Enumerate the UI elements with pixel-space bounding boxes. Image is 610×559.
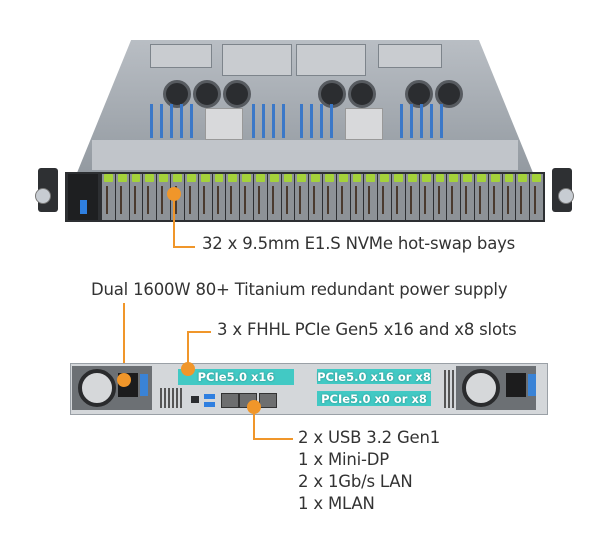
dimm: [160, 104, 163, 138]
io-callout-line-3: 2 x 1Gb/s LAN: [298, 472, 413, 491]
fan-icon: [193, 80, 221, 108]
rear-vent: [160, 388, 182, 408]
thumbscrew-icon: [558, 188, 574, 204]
pcie-slot-3: PCIe5.0 x0 or x8: [317, 391, 431, 406]
drive-bay: [392, 174, 405, 220]
thumbscrew-icon: [35, 188, 51, 204]
riser-right: [378, 44, 442, 68]
drive-bay: [212, 174, 226, 220]
fan-icon: [223, 80, 251, 108]
dimm: [410, 104, 413, 138]
power-inlet-icon: [506, 373, 526, 397]
dimm: [170, 104, 173, 138]
callout-dot: [167, 187, 181, 201]
rear-usb-port: [204, 394, 215, 399]
callout-dot: [247, 400, 261, 414]
drive-bay: [419, 174, 433, 220]
io-callout-line-1: 2 x USB 3.2 Gen1: [298, 428, 441, 447]
drive-bay: [157, 174, 171, 220]
dimm: [150, 104, 153, 138]
bays-callout: 32 x 9.5mm E1.S NVMe hot-swap bays: [202, 234, 516, 253]
dimm: [430, 104, 433, 138]
drive-bay: [102, 174, 115, 220]
riser-left: [150, 44, 212, 68]
drive-bay: [198, 174, 212, 220]
front-usb-port: [80, 200, 87, 214]
drive-bay: [530, 174, 543, 220]
drive-backplane-cover: [92, 140, 518, 170]
drive-bay: [267, 174, 281, 220]
callout-leader: [253, 408, 255, 440]
dimm: [440, 104, 443, 138]
drive-bay: [336, 174, 350, 220]
drive-bay: [447, 174, 461, 220]
drive-bay: [143, 174, 157, 220]
pcie-slot-1: PCIe5.0 x16: [178, 369, 294, 385]
mlan-port: [259, 393, 277, 408]
callout-leader: [123, 303, 125, 381]
drive-bay: [129, 174, 143, 220]
pcie-slot-2: PCIe5.0 x16 or x8: [317, 369, 431, 384]
drive-bay: [253, 174, 267, 220]
drive-bay: [433, 174, 447, 220]
psu-latch: [140, 374, 148, 396]
lan-port: [221, 393, 239, 408]
cpu-socket: [345, 108, 383, 140]
dimm: [262, 104, 265, 138]
drive-bay: [115, 174, 129, 220]
callout-leader: [187, 331, 211, 333]
drive-bay: [350, 174, 364, 220]
drive-bay: [516, 174, 530, 220]
dimm: [272, 104, 275, 138]
fan-icon: [435, 80, 463, 108]
drive-bay: [461, 174, 474, 220]
callout-dot: [117, 373, 131, 387]
dimm: [282, 104, 285, 138]
callout-leader: [173, 195, 175, 248]
drive-bay: [309, 174, 322, 220]
io-callout-line-4: 1 x MLAN: [298, 494, 375, 513]
psu-callout: Dual 1600W 80+ Titanium redundant power …: [91, 280, 508, 299]
riser-center-left: [222, 44, 292, 76]
drive-bay: [364, 174, 378, 220]
drive-bay: [502, 174, 516, 220]
drive-bay: [323, 174, 336, 220]
fan-icon: [405, 80, 433, 108]
rear-usb-port: [204, 402, 215, 407]
drive-bay: [184, 174, 198, 220]
io-callout-line-2: 1 x Mini-DP: [298, 450, 390, 469]
callout-leader: [253, 438, 293, 440]
drive-bay: [240, 174, 253, 220]
pcie-callout: 3 x FHHL PCIe Gen5 x16 and x8 slots: [217, 320, 517, 339]
psu-latch: [528, 374, 536, 396]
dimm: [180, 104, 183, 138]
mini-dp-port: [191, 396, 199, 403]
cpu-socket: [205, 108, 243, 140]
callout-dot: [181, 362, 195, 376]
riser-center-right: [296, 44, 366, 76]
dimm: [400, 104, 403, 138]
psu-fan-icon: [462, 369, 500, 407]
drive-bay: [378, 174, 392, 220]
e1s-bay-array: [102, 174, 543, 220]
callout-leader: [187, 331, 189, 367]
dimm: [310, 104, 313, 138]
rear-vent: [444, 370, 454, 408]
drive-bay: [295, 174, 309, 220]
dimm: [330, 104, 333, 138]
drive-bay: [281, 174, 295, 220]
dimm: [420, 104, 423, 138]
callout-leader: [173, 246, 195, 248]
dimm: [320, 104, 323, 138]
drive-bay: [405, 174, 419, 220]
psu-fan-icon: [78, 369, 116, 407]
dimm: [190, 104, 193, 138]
dimm: [300, 104, 303, 138]
fan-icon: [163, 80, 191, 108]
drive-bay: [488, 174, 502, 220]
drive-bay: [226, 174, 240, 220]
fan-icon: [348, 80, 376, 108]
dimm: [252, 104, 255, 138]
drive-bay: [474, 174, 488, 220]
